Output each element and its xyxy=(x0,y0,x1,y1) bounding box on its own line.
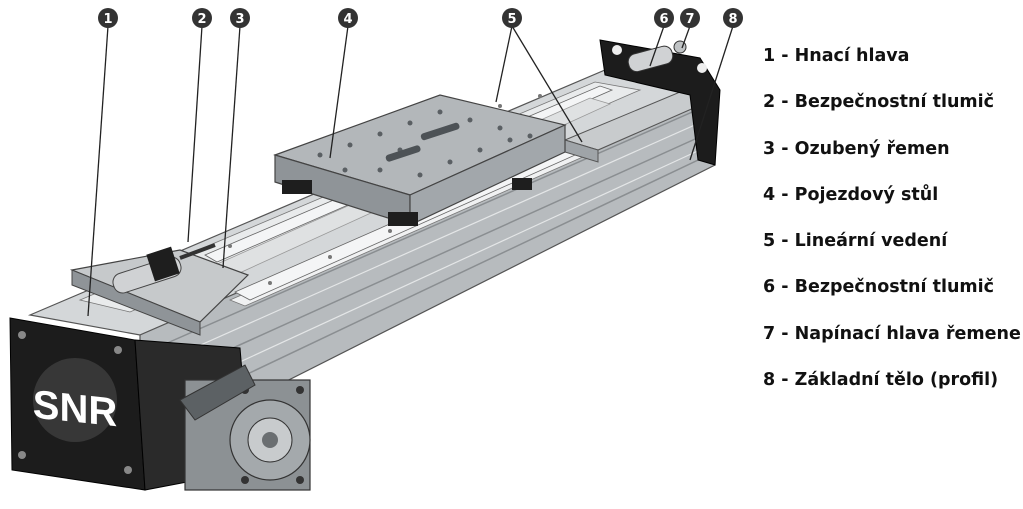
callout-5: 5 xyxy=(502,8,522,28)
legend-item-toothed-belt: 3 - Ozubený řemen xyxy=(763,138,950,159)
motor-flange xyxy=(179,364,311,491)
svg-text:5: 5 xyxy=(507,12,516,27)
callout-1: 1 xyxy=(98,8,118,28)
legend-item-base-profile: 8 - Základní tělo (profil) xyxy=(763,370,999,391)
callout-6: 6 xyxy=(654,8,674,28)
legend-item-linear-guide: 5 - Lineární vedení xyxy=(763,231,948,252)
leader-lines xyxy=(87,25,734,317)
svg-text:6: 6 xyxy=(659,12,668,27)
callout-3: 3 xyxy=(230,8,250,28)
callout-2: 2 xyxy=(192,8,212,28)
legend-item-carriage-table: 4 - Pojezdový stůl xyxy=(763,184,939,205)
svg-text:1: 1 xyxy=(103,12,112,27)
callout-8: 8 xyxy=(723,8,743,28)
legend-item-safety-shock-absorber-rear: 6 - Bezpečnostní tlumič xyxy=(763,277,995,298)
legend: 1 - Hnací hlava 2 - Bezpečnostní tlumič … xyxy=(763,42,1021,412)
legend-item-drive-head: 1 - Hnací hlava xyxy=(763,46,910,66)
snr-logo: SNR xyxy=(33,383,117,436)
carriage-table xyxy=(273,94,567,226)
svg-text:3: 3 xyxy=(235,12,244,27)
svg-text:2: 2 xyxy=(197,12,206,27)
drive-head xyxy=(69,243,250,336)
callout-4: 4 xyxy=(338,8,358,28)
svg-text:4: 4 xyxy=(343,12,352,27)
callout-7: 7 xyxy=(680,8,700,28)
legend-item-belt-tension-head: 7 - Napínací hlava řemene xyxy=(763,323,1021,344)
legend-item-safety-shock-absorber: 2 - Bezpečnostní tlumič xyxy=(763,92,995,113)
callouts: 1 2 3 4 5 6 7 8 xyxy=(98,8,743,28)
svg-text:8: 8 xyxy=(728,12,737,27)
svg-text:7: 7 xyxy=(685,12,694,27)
